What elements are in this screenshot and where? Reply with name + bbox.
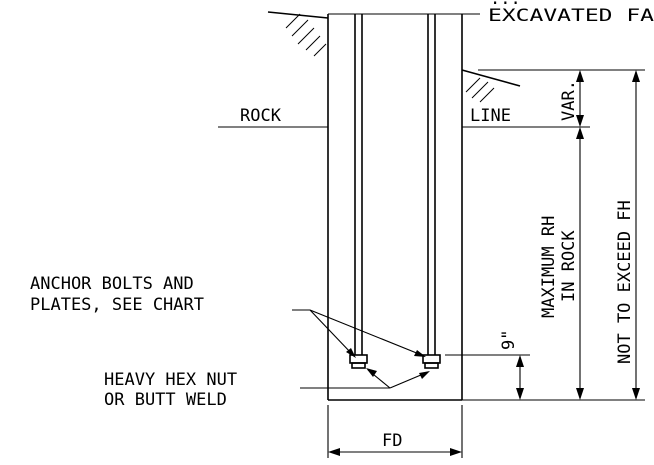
max-rh-dimension bbox=[576, 127, 584, 400]
ground-hatch-left bbox=[267, 11, 329, 57]
anchor-leader bbox=[292, 309, 426, 358]
nut-label-1: HEAVY HEX NUT bbox=[104, 370, 237, 390]
ground-hatch-right bbox=[461, 69, 521, 103]
top-partial-label: ... bbox=[490, 0, 521, 9]
drilled-shaft bbox=[327, 14, 463, 401]
fh-label: NOT TO EXCEED FH bbox=[615, 200, 635, 364]
excavated-face-label: EXCAVATED FA bbox=[488, 6, 654, 26]
fd-dimension bbox=[327, 405, 463, 458]
var-dimension bbox=[576, 70, 584, 127]
fh-dimension bbox=[632, 70, 640, 400]
max-rh-label-2: IN ROCK bbox=[559, 230, 579, 302]
nut-leader bbox=[300, 368, 430, 389]
nut-label-2: OR BUTT WELD bbox=[104, 390, 227, 410]
max-rh-label-1: MAXIMUM RH bbox=[539, 216, 559, 318]
nine-inch-label: 9" bbox=[499, 330, 519, 350]
anchor-label-1: ANCHOR BOLTS AND bbox=[30, 274, 194, 294]
anchor-label-2: PLATES, SEE CHART bbox=[30, 295, 204, 315]
anchor-bolt-right bbox=[422, 14, 441, 369]
fd-label: FD bbox=[382, 431, 402, 451]
var-label: VAR. bbox=[559, 80, 579, 121]
nine-inch-dimension bbox=[516, 355, 524, 400]
line-label: LINE bbox=[470, 106, 511, 126]
rock-label: ROCK bbox=[240, 106, 282, 126]
anchor-bolt-left bbox=[349, 14, 368, 369]
